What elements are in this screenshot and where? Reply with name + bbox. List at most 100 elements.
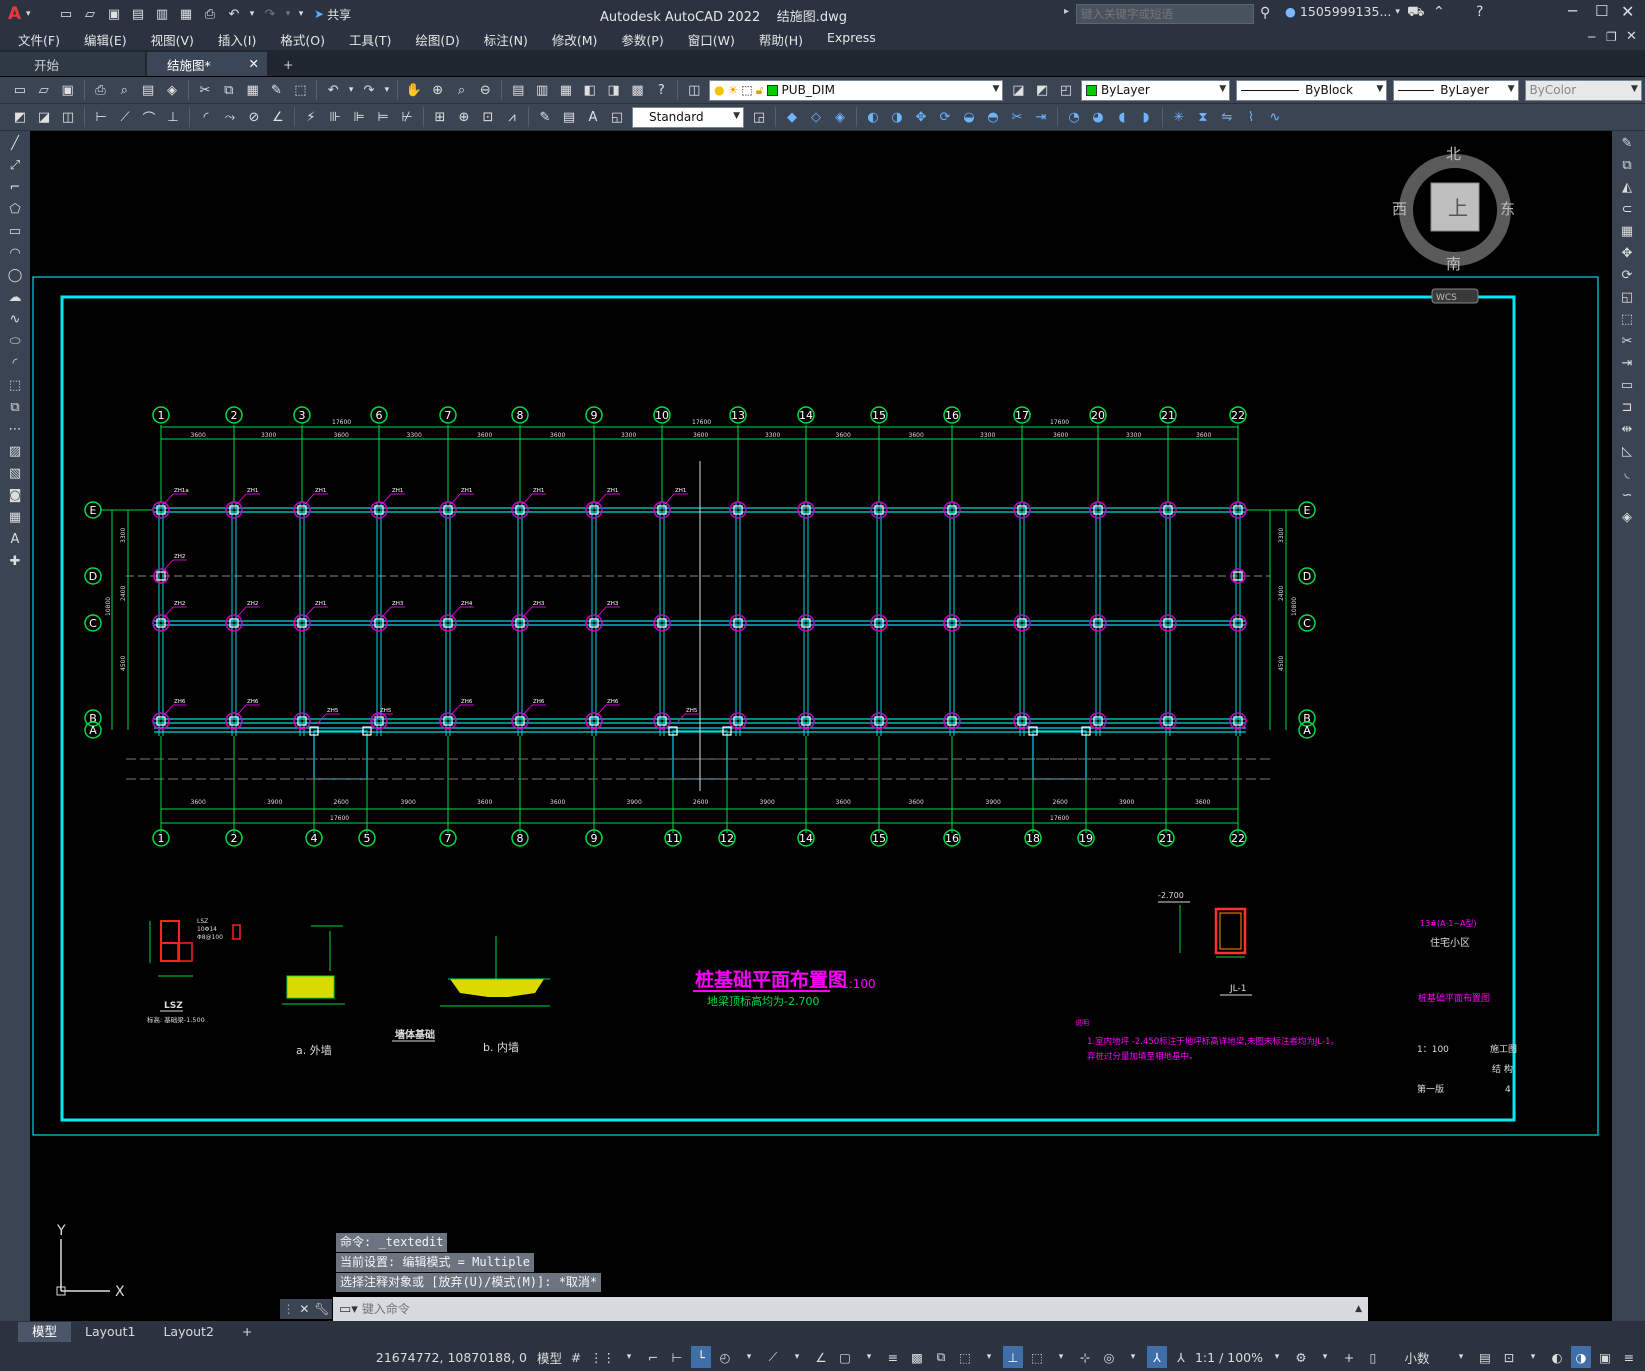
table-icon[interactable]: ▦ xyxy=(8,509,22,525)
units-readout[interactable]: 小数 xyxy=(1404,1350,1430,1366)
dim-style-manager-icon[interactable]: ◲ xyxy=(752,109,766,125)
extend-icon[interactable]: ⇥ xyxy=(1035,109,1047,125)
trim-icon[interactable]: ✂ xyxy=(1011,109,1023,125)
markup-icon[interactable]: ◨ xyxy=(607,82,620,98)
layer-previous-icon[interactable]: ◩ xyxy=(1036,82,1049,98)
lineweight-icon[interactable]: ≡ xyxy=(887,1349,899,1365)
point-icon[interactable]: ⋯ xyxy=(8,421,22,437)
break-icon[interactable]: ◔ xyxy=(1068,109,1080,125)
undo-toolbar-icon[interactable]: ↶ xyxy=(327,82,339,98)
erase-right-icon[interactable]: ✎ xyxy=(1621,135,1633,151)
fillet-icon[interactable]: ◗ xyxy=(1142,109,1150,125)
offset-icon[interactable]: ◐ xyxy=(867,109,879,125)
copy-right-icon[interactable]: ⧉ xyxy=(1622,157,1632,173)
jogged-linear-icon[interactable]: ⩘ xyxy=(508,109,516,125)
mirror-right-icon[interactable]: ◭ xyxy=(1622,179,1632,195)
plotstyle-dropdown[interactable]: ByColor ▼ xyxy=(1524,79,1642,101)
search-expand-icon[interactable]: ▸ xyxy=(1064,6,1070,17)
array-right-icon[interactable]: ▦ xyxy=(1620,223,1634,239)
3d-osnap-chevron-icon[interactable]: ▾ xyxy=(986,1352,992,1362)
doc-minimize-icon[interactable]: ─ xyxy=(1588,30,1596,44)
baseline-dim-icon[interactable]: ⊪ xyxy=(329,109,341,125)
customize-wrench-icon[interactable]: 🔧︎ xyxy=(314,1302,330,1316)
layer-properties-icon[interactable]: ◫ xyxy=(688,82,701,98)
ellipse-icon[interactable]: ⬭ xyxy=(9,333,21,349)
snap-menu-chevron-icon[interactable]: ▾ xyxy=(626,1352,632,1362)
blend-icon[interactable]: ⧗ xyxy=(1198,109,1208,125)
infer-constraints-icon[interactable]: ⌐ xyxy=(647,1349,659,1365)
polar-menu-chevron-icon[interactable]: ▾ xyxy=(746,1352,752,1362)
tab-layout2[interactable]: Layout2 xyxy=(163,1324,214,1339)
open-file-icon[interactable]: ▱ xyxy=(85,6,95,22)
gradient-icon[interactable]: ▧ xyxy=(8,465,22,481)
color-dropdown[interactable]: ByLayer ▼ xyxy=(1080,79,1231,101)
cart-icon[interactable]: ⛟ xyxy=(1407,4,1425,20)
lock-ui-chevron-icon[interactable]: ▾ xyxy=(1530,1352,1536,1362)
redo-toolbar-icon[interactable]: ↷ xyxy=(363,82,375,98)
gizmo-icon[interactable]: ⊹ xyxy=(1079,1349,1091,1365)
publish-icon[interactable]: ▤ xyxy=(142,82,155,98)
viewcube-top-face[interactable] xyxy=(1430,182,1480,232)
share-button[interactable]: ➤ 共享 xyxy=(314,7,352,22)
center-mark-icon[interactable]: ⊕ xyxy=(458,109,470,125)
menu-item[interactable]: 视图(V) xyxy=(150,32,194,48)
inspect-icon[interactable]: ⊡ xyxy=(482,109,494,125)
menu-item[interactable]: 窗口(W) xyxy=(687,32,735,48)
layiso-icon[interactable]: ◪ xyxy=(37,109,51,125)
grid-icon[interactable]: # xyxy=(570,1349,582,1365)
undo-chevron-icon[interactable]: ▾ xyxy=(249,9,255,19)
annotation-monitor-plus-icon[interactable]: + xyxy=(1343,1349,1355,1365)
compass-south[interactable]: 南 xyxy=(1446,255,1461,273)
sheet-set-icon[interactable]: ◧ xyxy=(583,82,596,98)
extend-right-icon[interactable]: ⇥ xyxy=(1621,355,1633,371)
tab-layout1[interactable]: Layout1 xyxy=(85,1324,136,1339)
menu-item[interactable]: 修改(M) xyxy=(551,32,598,48)
annotation-visibility-chevron-icon[interactable]: ▾ xyxy=(1130,1352,1136,1362)
plot-preview-icon[interactable]: ⌕ xyxy=(120,82,128,98)
snap-icon[interactable]: ⋮⋮ xyxy=(589,1349,615,1365)
copy-icon[interactable]: ⧉ xyxy=(224,82,234,98)
command-history-toggle-icon[interactable]: ▲ xyxy=(1355,1304,1362,1314)
chamfer-right-icon[interactable]: ◺ xyxy=(1622,443,1632,459)
redo-list-icon[interactable]: ▾ xyxy=(384,85,390,95)
save-icon[interactable]: ▣ xyxy=(107,6,121,22)
erase-icon[interactable]: ◆ xyxy=(787,109,797,125)
rectangle-icon[interactable]: ▭ xyxy=(8,223,22,239)
workspace-gear-icon[interactable]: ⚙ xyxy=(1295,1349,1307,1365)
match-icon[interactable]: ◩ xyxy=(13,109,27,125)
save-toolbar-icon[interactable]: ▣ xyxy=(61,82,74,98)
doc-close-icon[interactable]: ✕ xyxy=(1626,29,1637,44)
menu-item[interactable]: 格式(O) xyxy=(280,32,325,48)
zoom-window-icon[interactable]: ⌕ xyxy=(457,82,466,98)
menu-item[interactable]: 插入(I) xyxy=(217,32,257,48)
layer-dropdown[interactable]: ● ☀ ⬚ 🔓︎ PUB_DIM ▼ xyxy=(709,79,1004,101)
compass-north[interactable]: 北 xyxy=(1446,145,1461,163)
quickcalc-icon[interactable]: ▩ xyxy=(631,82,644,98)
reverse-icon[interactable]: ⇋ xyxy=(1221,109,1233,125)
menu-item[interactable]: 编辑(E) xyxy=(83,32,127,48)
join-right-icon[interactable]: ⇹ xyxy=(1621,421,1633,437)
stretch-icon[interactable]: ◓ xyxy=(987,109,999,125)
tab-model[interactable]: 模型 xyxy=(18,1322,72,1342)
save-as-icon[interactable]: ▤ xyxy=(131,6,145,22)
dim-break-icon[interactable]: ⊬ xyxy=(401,109,413,125)
construction-line-icon[interactable]: ⤢ xyxy=(9,157,21,173)
search-icon[interactable]: ⚲ xyxy=(1260,5,1271,21)
clean-screen-icon[interactable]: ▣ xyxy=(1599,1349,1611,1365)
menu-item[interactable]: 标注(N) xyxy=(483,32,528,48)
jogged-dim-icon[interactable]: ⤳ xyxy=(224,109,236,125)
line-icon[interactable]: ╱ xyxy=(11,135,19,151)
paste-icon[interactable]: ▦ xyxy=(246,82,259,98)
scale-icon[interactable]: ◒ xyxy=(963,109,975,125)
multiline-text-icon[interactable]: A xyxy=(10,531,20,547)
undo-list-icon[interactable]: ▾ xyxy=(348,85,354,95)
maximize-window-icon[interactable]: ☐ xyxy=(1595,2,1609,20)
annotation-scale-readout[interactable]: 1:1 / 100% xyxy=(1194,1349,1263,1365)
print-icon[interactable]: ⎙ xyxy=(204,6,216,22)
menu-item[interactable]: Express xyxy=(826,29,876,45)
linetype-dropdown[interactable]: ByBlock ▼ xyxy=(1236,79,1388,101)
redo-icon[interactable]: ↷ xyxy=(264,6,276,22)
zoom-realtime-icon[interactable]: ⊕ xyxy=(432,82,444,98)
revcloud-icon[interactable]: ☁ xyxy=(8,289,22,305)
